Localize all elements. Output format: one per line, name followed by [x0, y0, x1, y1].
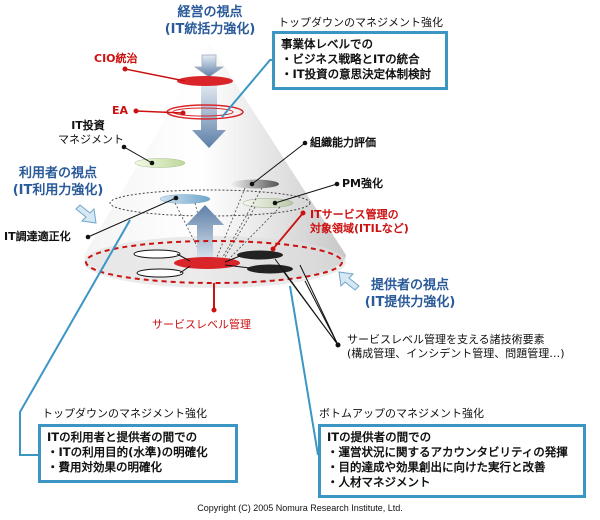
ea-dot-end	[180, 110, 186, 116]
dotted-connectors	[174, 187, 281, 263]
provider-perspective-title: 提供者の視点	[370, 278, 449, 293]
itsm-scope-label-line1: ITサービス管理の	[310, 208, 399, 221]
it-investment-dot-end	[149, 160, 155, 166]
itsm-scope-dot	[300, 210, 306, 216]
bottom-up-caption: ボトムアップのマネジメント強化	[319, 407, 484, 420]
black-disc-upper-link	[224, 255, 241, 263]
box-line: ITの提供者の間での	[327, 430, 432, 444]
provider-perspective-arrow-icon	[338, 271, 360, 291]
it-investment-leader	[123, 146, 153, 164]
top-user-box: ITの利用者と提供者の間での ・ITの利用目的(水準)の明確化 ・費用対効果の明…	[38, 424, 238, 483]
it-investment-dot	[121, 144, 127, 150]
top-user-callout-line	[19, 219, 131, 456]
top-management-caption: トップダウンのマネジメント強化	[278, 16, 443, 29]
it-procurement-disc	[159, 194, 211, 204]
white-disc-upper-link	[176, 253, 191, 262]
bottom-up-box: ITの提供者の間での ・運営状況に関するアカウンタビリティの発揮 ・目的達成や効…	[318, 424, 586, 498]
box-line: ・IT投資の意思決定体制検討	[281, 67, 432, 81]
it-procurement-label: IT調達適正化	[4, 230, 71, 243]
slm-scope-ellipse	[85, 240, 343, 284]
it-investment-label: IT投資 マネジメント	[58, 119, 124, 147]
cone-shape	[84, 44, 346, 285]
black-disc-upper	[237, 250, 283, 260]
user-perspective-arrow-icon	[75, 204, 97, 224]
provider-perspective-subtitle: (IT提供力強化)	[364, 295, 456, 310]
org-capability-label: 組織能力評価	[310, 136, 376, 149]
ea-label: EA	[112, 104, 129, 117]
it-investment-label-line2: マネジメント	[58, 133, 124, 146]
white-disc-lower	[136, 268, 184, 278]
bottom-up-callout-line	[289, 285, 319, 456]
org-capability-leader	[251, 142, 306, 185]
black-disc-lower	[247, 264, 293, 274]
pm-label: PM強化	[342, 177, 384, 190]
tech-elements-label: サービスレベル管理を支える諸技術要素 (構成管理、インシデント管理、問題管理…)	[347, 333, 565, 361]
pm-dot	[334, 181, 340, 187]
cio-leader	[124, 68, 186, 82]
bottom-up-arrow-icon	[186, 205, 224, 265]
slm-dot	[211, 307, 217, 313]
it-procurement-dot-end	[173, 195, 179, 201]
tech-elements-label-line2: (構成管理、インシデント管理、問題管理…)	[347, 347, 565, 360]
slm-label: サービスレベル管理	[152, 318, 251, 331]
slm-disc	[174, 257, 240, 269]
cio-disc	[177, 76, 233, 86]
itsm-scope-leader	[272, 212, 304, 250]
org-capability-dot	[302, 140, 308, 146]
user-perspective: 利用者の視点 (IT利用力強化)	[8, 165, 108, 199]
top-user-caption: トップダウンのマネジメント強化	[42, 407, 207, 420]
management-perspective-subtitle: (IT統括力強化)	[164, 22, 256, 37]
cio-dot	[122, 66, 128, 72]
user-perspective-title: 利用者の視点	[18, 166, 97, 181]
cio-label: CIO統治	[94, 52, 138, 65]
dotted-scope-ellipse	[109, 189, 311, 217]
tech-elements-label-line1: サービスレベル管理を支える諸技術要素	[347, 333, 545, 346]
itsm-scope-label: ITサービス管理の 対象領域(ITILなど)	[310, 208, 409, 236]
org-capability-disc	[231, 179, 279, 189]
org-capability-dot-end	[249, 181, 255, 187]
it-investment-label-line1: IT投資	[71, 119, 105, 132]
copyright: Copyright (C) 2005 Nomura Research Insti…	[197, 503, 403, 513]
pm-dot-end	[272, 200, 278, 206]
white-disc-upper	[133, 249, 181, 259]
provider-perspective: 提供者の視点 (IT提供力強化)	[360, 277, 460, 311]
itsm-scope-label-line2: 対象領域(ITILなど)	[310, 222, 409, 235]
ea-dot	[133, 108, 139, 114]
ea-leader	[135, 110, 184, 114]
box-line: ・目的達成や効果創出に向けた実行と改善	[327, 460, 546, 474]
black-disc-lower-link	[224, 264, 251, 269]
it-procurement-leader	[87, 197, 177, 238]
box-line: ・運営状況に関するアカウンタビリティの発揮	[327, 445, 568, 459]
tech-elements-leaders	[274, 258, 339, 346]
pm-leader	[274, 183, 338, 204]
top-down-arrow-icon	[192, 82, 226, 148]
tech-elements-dot	[335, 342, 341, 348]
user-perspective-subtitle: (IT利用力強化)	[12, 183, 104, 198]
top-management-box: 事業体レベルでの ・ビジネス戦略とITの統合 ・IT投資の意思決定体制検討	[272, 31, 448, 90]
box-line: 事業体レベルでの	[281, 37, 373, 51]
management-perspective-title: 経営の視点	[177, 5, 243, 20]
it-investment-disc	[134, 158, 186, 168]
white-disc-lower-link	[179, 265, 191, 274]
box-line: ・費用対効果の明確化	[47, 460, 162, 474]
management-perspective: 経営の視点 (IT統括力強化)	[150, 4, 270, 38]
box-line: ITの利用者と提供者の間での	[47, 430, 198, 444]
it-procurement-dot	[85, 234, 91, 240]
pm-disc	[242, 198, 294, 208]
box-line: ・ITの利用目的(水準)の明確化	[47, 445, 208, 459]
box-line: ・ビジネス戦略とITの統合	[281, 52, 420, 66]
small-down-arrow-icon	[193, 54, 225, 78]
box-line: ・人材マネジメント	[327, 475, 431, 489]
itsm-scope-dot-end	[270, 246, 276, 252]
